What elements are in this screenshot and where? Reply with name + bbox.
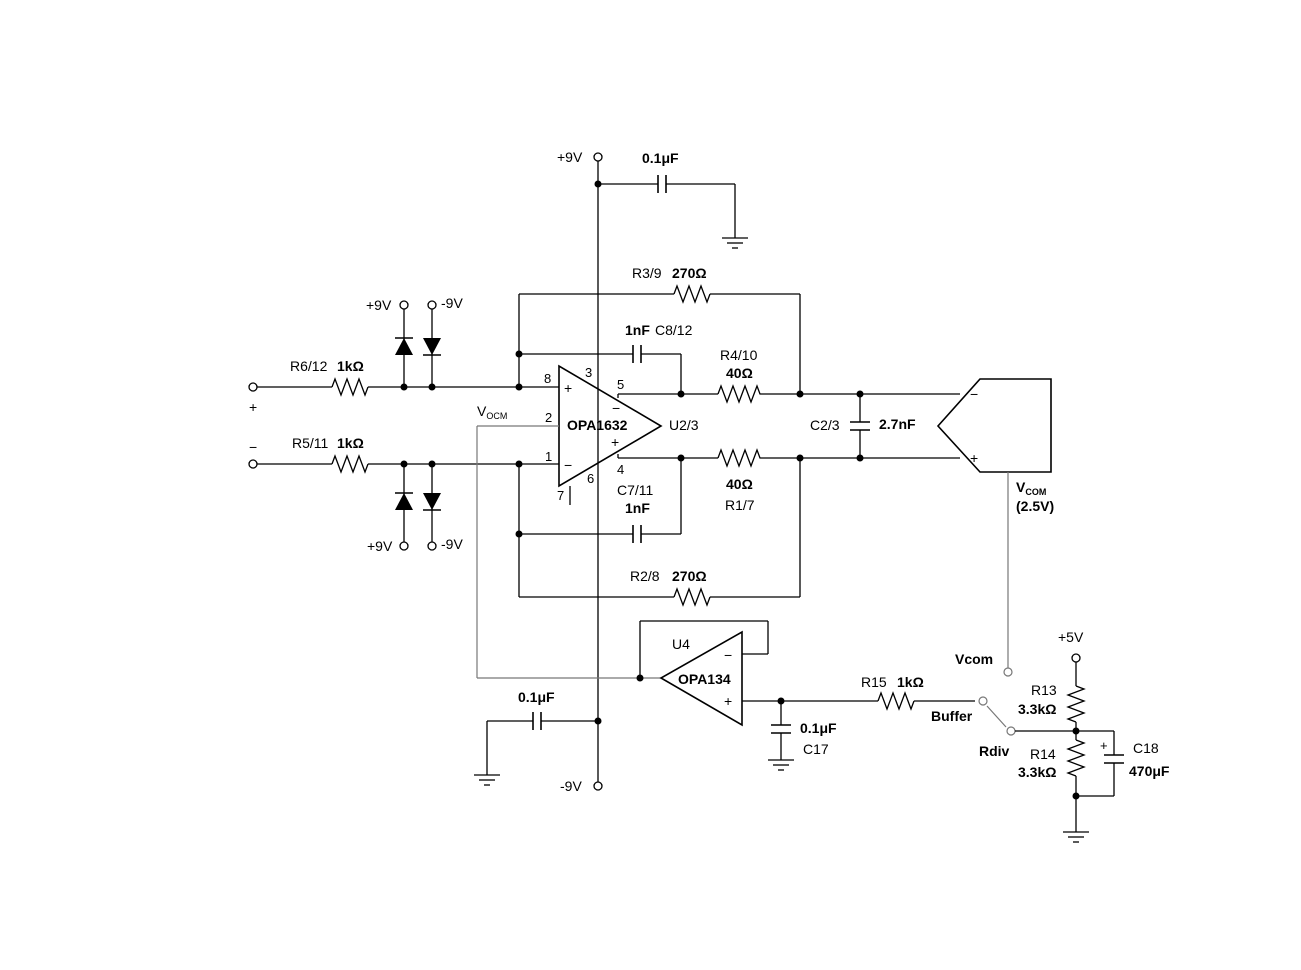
c17-value: 0.1μF	[800, 720, 837, 736]
switch-buffer-label: Buffer	[931, 708, 973, 724]
pin2-label: 2	[545, 410, 552, 425]
r15-resistor: R15 1kΩ	[861, 674, 975, 711]
adc-vcom-label: VCOM	[1016, 479, 1046, 497]
opa1632-amplifier: + − − + OPA1632 U2/3 8 3 2 1 7 6 5 4 VOC…	[477, 364, 960, 505]
input-plus-label: +	[249, 399, 257, 415]
pin3-label: 3	[585, 365, 592, 380]
opa1632-inv-sign: −	[564, 457, 572, 473]
switch-rdiv-label: Rdiv	[979, 743, 1010, 759]
opa134-inv-sign: −	[724, 647, 732, 663]
diode-bot-neg-supply: -9V	[441, 536, 463, 552]
r13-value: 3.3kΩ	[1018, 701, 1056, 717]
r14-name: R14	[1030, 746, 1056, 762]
vcom-selector-switch[interactable]: Vcom Buffer Rdiv	[931, 651, 1076, 759]
opa1632-noninv-sign: +	[564, 380, 572, 396]
r5-name: R5/11	[292, 435, 329, 451]
c2-name: C2/3	[810, 417, 840, 433]
bottom-bypass-value: 0.1μF	[518, 689, 555, 705]
adc-block: − + VCOM (2.5V)	[936, 378, 1054, 668]
upper-feedback: R3/9 270Ω 1nF C8/12	[515, 265, 801, 394]
top-bypass-value: 0.1μF	[642, 150, 679, 166]
pin1-label: 1	[545, 449, 552, 464]
switch-vcom-label: Vcom	[955, 651, 993, 667]
opa1632-ref: U2/3	[669, 417, 699, 433]
opa134-ref: U4	[672, 636, 690, 652]
pos9v-label: +9V	[557, 149, 583, 165]
c7-name: C7/11	[617, 482, 654, 498]
opa1632-out-plus: +	[611, 434, 619, 450]
upper-clamp-diodes: +9V -9V	[366, 295, 463, 387]
lower-clamp-diodes: +9V -9V	[367, 464, 463, 554]
adc-vcom-value: (2.5V)	[1016, 498, 1054, 514]
pin7-label: 7	[557, 488, 564, 503]
r3-name: R3/9	[632, 265, 662, 281]
c2-capacitor: C2/3 2.7nF	[810, 390, 916, 462]
vocm-label: VOCM	[477, 403, 507, 421]
r3-value: 270Ω	[672, 265, 707, 281]
output-resistors: R4/10 40Ω 40Ω R1/7	[717, 347, 804, 513]
r1-name: R1/7	[725, 497, 755, 513]
r6-value: 1kΩ	[337, 358, 364, 374]
c18-capacitor: + C18 470μF	[1076, 730, 1170, 797]
r4-name: R4/10	[720, 347, 758, 363]
opa134-buffer: − + OPA134 U4	[639, 620, 878, 727]
r13-name: R13	[1031, 682, 1057, 698]
diode-bot-pos-supply: +9V	[367, 538, 393, 554]
r15-name: R15	[861, 674, 887, 690]
c8-value: 1nF	[625, 322, 650, 338]
r2-value: 270Ω	[672, 568, 707, 584]
voltage-divider: +5V R13 3.3kΩ R14 3.3kΩ	[1018, 629, 1089, 843]
top-bypass-capacitor: 0.1μF	[598, 150, 748, 249]
pin4-label: 4	[617, 462, 624, 477]
pin5-label: 5	[617, 377, 624, 392]
c8-name: C8/12	[655, 322, 693, 338]
bottom-bypass-capacitor: 0.1μF	[474, 689, 598, 786]
c17-name: C17	[803, 741, 829, 757]
r15-value: 1kΩ	[897, 674, 924, 690]
pos5v-label: +5V	[1058, 629, 1084, 645]
adc-minus: −	[970, 386, 978, 402]
c2-value: 2.7nF	[879, 416, 916, 432]
r14-value: 3.3kΩ	[1018, 764, 1056, 780]
c17-capacitor: 0.1μF C17	[768, 701, 837, 771]
opa134-noninv-sign: +	[724, 693, 732, 709]
upper-input: + R6/12 1kΩ	[248, 358, 519, 415]
r1-value: 40Ω	[726, 476, 753, 492]
r2-name: R2/8	[630, 568, 660, 584]
adc-plus: +	[970, 450, 978, 466]
diode-top-pos-supply: +9V	[366, 297, 392, 313]
c18-value: 470μF	[1129, 763, 1170, 779]
r5-value: 1kΩ	[337, 435, 364, 451]
r6-name: R6/12	[290, 358, 328, 374]
pin8-label: 8	[544, 371, 551, 386]
c7-value: 1nF	[625, 500, 650, 516]
neg9v-label: -9V	[560, 778, 582, 794]
opa1632-out-minus: −	[612, 400, 620, 416]
lower-input: − R5/11 1kΩ	[248, 435, 519, 474]
opa134-part: OPA134	[678, 671, 731, 687]
diode-top-neg-supply: -9V	[441, 295, 463, 311]
c18-polarity: +	[1100, 738, 1108, 753]
opa1632-part: OPA1632	[567, 417, 628, 433]
c18-name: C18	[1133, 740, 1159, 756]
lower-feedback: R2/8 270Ω C7/11 1nF	[515, 458, 801, 607]
input-minus-label: −	[249, 439, 257, 455]
pin6-label: 6	[587, 471, 594, 486]
r4-value: 40Ω	[726, 365, 753, 381]
